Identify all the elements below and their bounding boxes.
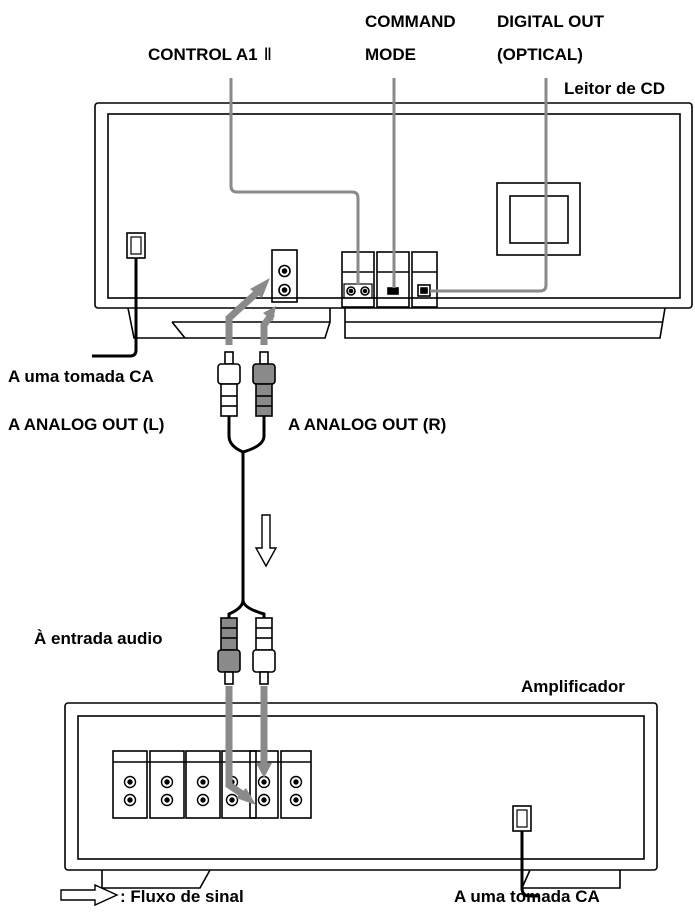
label-ac-outlet-bottom: A uma tomada CA	[454, 887, 600, 906]
arrow-head-icon	[256, 763, 272, 778]
cd-input-arrows	[225, 285, 275, 345]
label-leader-lines	[229, 78, 548, 293]
cd-analog-out-jacks	[271, 249, 298, 303]
cd-vent-panel	[496, 182, 581, 256]
label-digital-out: DIGITAL OUT	[497, 12, 605, 31]
label-audio-input: À entrada audio	[34, 629, 162, 648]
amplifier-foot-left	[101, 869, 211, 889]
cd-power-cord	[92, 258, 138, 358]
label-ac-outlet-top: A uma tomada CA	[8, 367, 154, 386]
label-command: COMMAND	[365, 12, 456, 31]
label-analog-out-r: A ANALOG OUT (R)	[288, 415, 446, 434]
label-signal-flow: : Fluxo de sinal	[120, 887, 244, 906]
rca-cable-top	[217, 351, 276, 417]
amplifier	[64, 702, 658, 889]
label-analog-out-l: A ANALOG OUT (L)	[8, 415, 164, 434]
signal-flow-arrow-icon	[254, 514, 278, 568]
arrow-head-icon	[236, 788, 256, 805]
amplifier-input-jacks	[112, 750, 312, 819]
amplifier-foot-right	[520, 869, 621, 889]
rca-cable-bottom	[217, 617, 276, 685]
label-optical: (OPTICAL)	[497, 45, 583, 64]
legend-signal-arrow-icon	[60, 883, 119, 907]
cd-player-foot-left	[127, 307, 331, 339]
label-mode: MODE	[365, 45, 416, 64]
arrow-head-icon	[263, 306, 276, 321]
label-cd-player: Leitor de CD	[564, 79, 665, 98]
roman-two-icon: Ⅱ	[264, 45, 272, 64]
amp-power-cord	[520, 831, 540, 898]
amplifier-outer-body	[64, 702, 658, 871]
amplifier-inner-panel	[77, 715, 645, 860]
label-amplifier: Amplificador	[521, 677, 625, 696]
arrow-head-icon	[250, 278, 270, 298]
cd-player-foot-right	[344, 307, 666, 339]
cd-digital-out-jack	[411, 251, 438, 308]
